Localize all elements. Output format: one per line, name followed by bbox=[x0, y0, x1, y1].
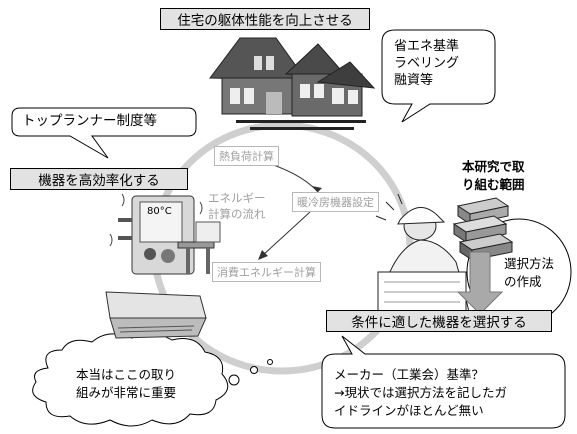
flow-step-hvac-setting: 暖冷房機器設定 bbox=[292, 192, 379, 212]
thought-bubble-3 bbox=[267, 359, 273, 365]
worker-icon bbox=[375, 193, 471, 317]
callout-left-shape bbox=[11, 107, 197, 159]
water-heater-icon bbox=[109, 193, 221, 275]
water-heater-temp: 80°C bbox=[147, 206, 172, 217]
cloud-bottom-left-text: 本当はここの取り 組みが非常に重要 bbox=[76, 367, 177, 400]
air-conditioner-icon bbox=[105, 291, 207, 339]
method-bubble-text: 選択方法 の作成 bbox=[504, 256, 555, 289]
flow-step-heat-load: 熱負荷計算 bbox=[214, 146, 279, 166]
efficiency-label: 機器を高効率化する bbox=[10, 168, 188, 190]
select-equipment-label: 条件に適した機器を選択する bbox=[326, 310, 552, 332]
flow-title: エネルギー 計算の流れ bbox=[208, 191, 266, 221]
flow-arrow-2 bbox=[261, 211, 311, 257]
thought-bubble-1 bbox=[228, 374, 240, 386]
callout-left-text: トップランナー制度等 bbox=[22, 113, 157, 129]
callout-bottom-right-text: メーカー（工業会）基準？ →現状では選択方法を記したガ イドラインがほとんど無い bbox=[334, 367, 507, 418]
books-icon bbox=[452, 197, 514, 261]
callout-bottom-right-shape bbox=[321, 335, 566, 429]
research-scope-label: 本研究で取 り組む範囲 bbox=[462, 159, 525, 192]
down-arrow-icon bbox=[456, 251, 504, 315]
flow-step-energy-calc: 消費エネルギー計算 bbox=[212, 262, 321, 282]
house-icon bbox=[209, 37, 376, 130]
cloud-bottom-left-shape bbox=[32, 333, 229, 427]
envelope-performance-label: 住宅の躯体性能を向上させる bbox=[160, 8, 370, 30]
thought-bubble-2 bbox=[250, 366, 258, 374]
callout-top-right-shape bbox=[381, 29, 496, 123]
callout-top-right-text: 省エネ基準 ラベリング 融資等 bbox=[394, 39, 460, 88]
